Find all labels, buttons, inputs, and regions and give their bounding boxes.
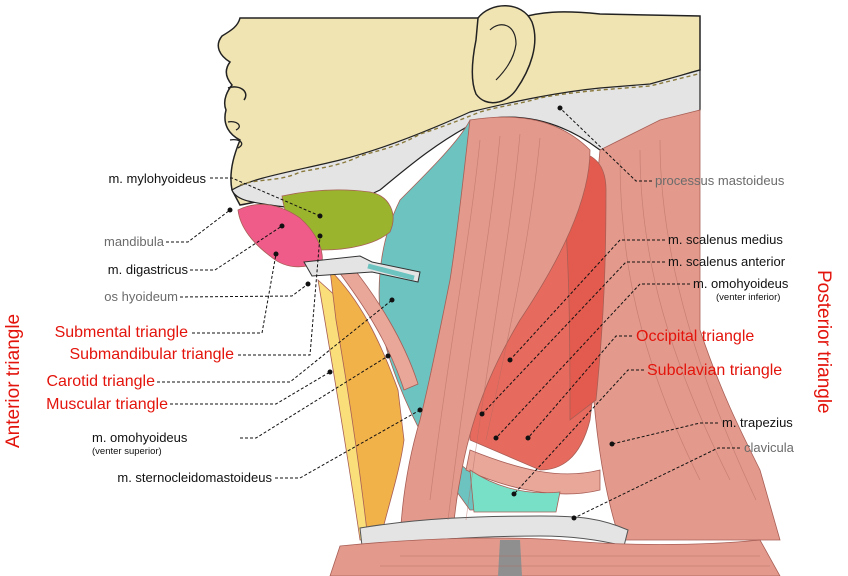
label-scalenus-anterior: m. scalenus anterior bbox=[668, 254, 786, 269]
sternum-gap bbox=[498, 540, 522, 576]
label-omohyoideus-inferior: m. omohyoideus bbox=[693, 276, 789, 291]
hyoid-cornu bbox=[367, 263, 415, 281]
label-mandibula: mandibula bbox=[104, 234, 165, 249]
label-muscular-triangle: Muscular triangle bbox=[46, 396, 168, 413]
label-mylohyoideus: m. mylohyoideus bbox=[108, 171, 206, 186]
nostril bbox=[227, 86, 247, 101]
omohyoid-inferior bbox=[465, 449, 601, 495]
label-omohyoideus-inferior-sub: (venter inferior) bbox=[716, 292, 780, 303]
label-posterior-triangle: Posterior triangle bbox=[813, 270, 834, 414]
orange-region bbox=[329, 268, 405, 541]
label-submandibular-triangle: Submandibular triangle bbox=[69, 346, 234, 363]
label-clavicula: clavicula bbox=[744, 440, 795, 455]
mandible-edge bbox=[239, 73, 699, 186]
label-os-hyoideum: os hyoideum bbox=[104, 289, 178, 304]
label-omohyoideus-superior: m. omohyoideus bbox=[92, 430, 188, 445]
ear-inner bbox=[489, 24, 517, 81]
omohyoid-superior bbox=[335, 263, 419, 391]
label-subclavian-triangle: Subclavian triangle bbox=[647, 362, 782, 379]
label-carotid-triangle: Carotid triangle bbox=[47, 373, 156, 390]
lips bbox=[227, 120, 243, 149]
chest-muscle bbox=[329, 537, 781, 576]
label-sternocleidomastoideus: m. sternocleidomastoideus bbox=[117, 470, 272, 485]
sternocleidomastoid-muscle bbox=[399, 116, 591, 541]
label-processus-mastoideus: processus mastoideus bbox=[655, 173, 785, 188]
leader-lines bbox=[157, 105, 740, 521]
label-occipital-triangle: Occipital triangle bbox=[636, 328, 754, 345]
label-digastricus: m. digastricus bbox=[108, 262, 189, 277]
subclavian-teal bbox=[469, 469, 561, 513]
label-submental-triangle: Submental triangle bbox=[55, 324, 189, 341]
label-trapezius: m. trapezius bbox=[722, 415, 793, 430]
muscle-fibers bbox=[380, 133, 770, 567]
label-omohyoideus-superior-sub: (venter superior) bbox=[92, 446, 162, 457]
ear bbox=[471, 5, 536, 104]
label-anterior-triangle: Anterior triangle bbox=[3, 314, 24, 448]
label-scalenus-medius: m. scalenus medius bbox=[668, 232, 783, 247]
hyoid-bone bbox=[303, 255, 421, 283]
